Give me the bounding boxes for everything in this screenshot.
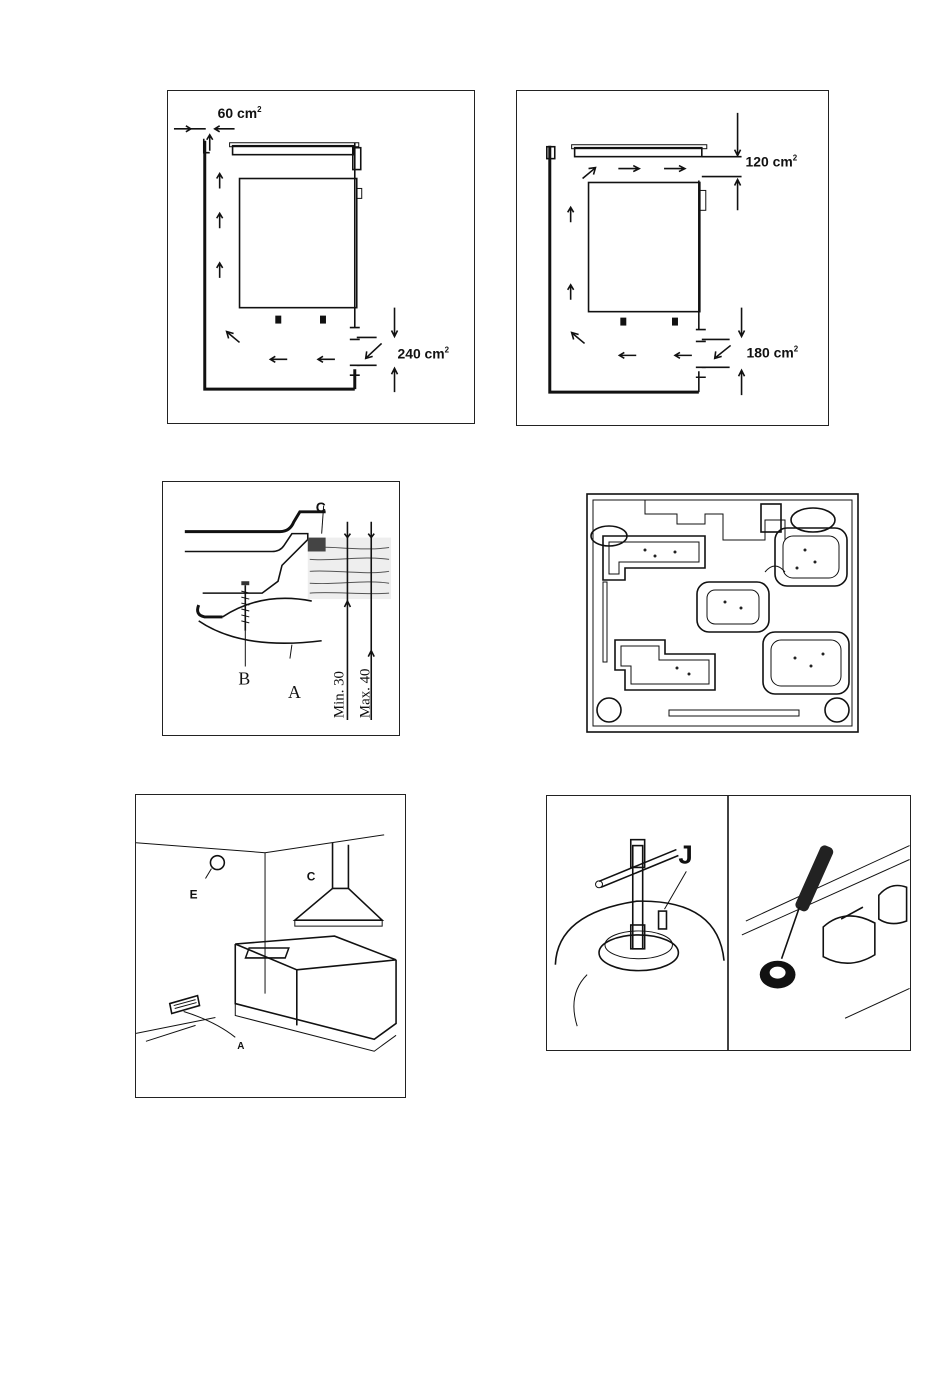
gas-pipe — [645, 500, 785, 540]
max-thickness-label: Max. 40 — [357, 669, 373, 719]
hob-underside-drawing — [585, 490, 860, 735]
injector-replacement-drawing: J — [547, 796, 910, 1050]
hob — [245, 948, 288, 958]
bracket-a — [198, 605, 223, 617]
label-a: A — [288, 682, 301, 702]
min-thickness-label: Min. 30 — [331, 671, 347, 718]
vent-grille-a — [170, 996, 200, 1014]
airflow-arrows-up — [217, 174, 223, 278]
label-c: C — [316, 499, 326, 515]
label-a: A — [237, 1041, 244, 1052]
bottom-opening-label: 240 cm2 — [398, 345, 450, 361]
screwdriver-and-knobs — [742, 844, 910, 1018]
mounting-section-drawing: C B A Min. 30 Max. 40 — [163, 482, 399, 735]
figure-hob-underside — [585, 490, 860, 735]
ventilation-right-drawing: 120 cm2 180 cm2 — [517, 91, 828, 425]
bottom-opening-dimension — [357, 308, 398, 392]
kitchen-room-drawing: E C A — [136, 795, 405, 1097]
label-e: E — [190, 887, 198, 901]
airflow-arrows — [568, 166, 692, 359]
worktop — [235, 936, 396, 970]
label-b: B — [238, 668, 250, 688]
cooker-hood-c — [295, 843, 382, 926]
figure-ventilation-right: 120 cm2 180 cm2 — [516, 90, 829, 426]
figure-ventilation-left: 60 cm2 240 cm2 — [167, 90, 475, 424]
top-opening-label: 60 cm2 — [218, 105, 262, 121]
burner-wells — [603, 528, 849, 694]
seal-c — [308, 538, 326, 552]
label-c: C — [307, 869, 316, 883]
burner-with-wrench — [555, 840, 724, 1027]
figure-mounting-section: C B A Min. 30 Max. 40 — [162, 481, 400, 736]
oven-body — [240, 179, 357, 308]
airflow-arrows-left — [227, 332, 335, 363]
top-opening-label: 120 cm2 — [746, 154, 798, 170]
hob-top-profile — [185, 512, 326, 532]
bottom-opening-dimension — [702, 308, 745, 395]
label-j: J — [678, 841, 692, 869]
figure-kitchen-room: E C A — [135, 794, 406, 1098]
figure-injector-replacement: J — [546, 795, 911, 1051]
oven-body — [589, 182, 700, 311]
top-opening-dimension — [702, 113, 742, 210]
vent-circle-e — [210, 856, 224, 870]
top-opening-dimension — [174, 126, 235, 153]
ventilation-left-drawing: 60 cm2 240 cm2 — [168, 91, 474, 423]
bottom-opening-label: 180 cm2 — [747, 344, 799, 360]
